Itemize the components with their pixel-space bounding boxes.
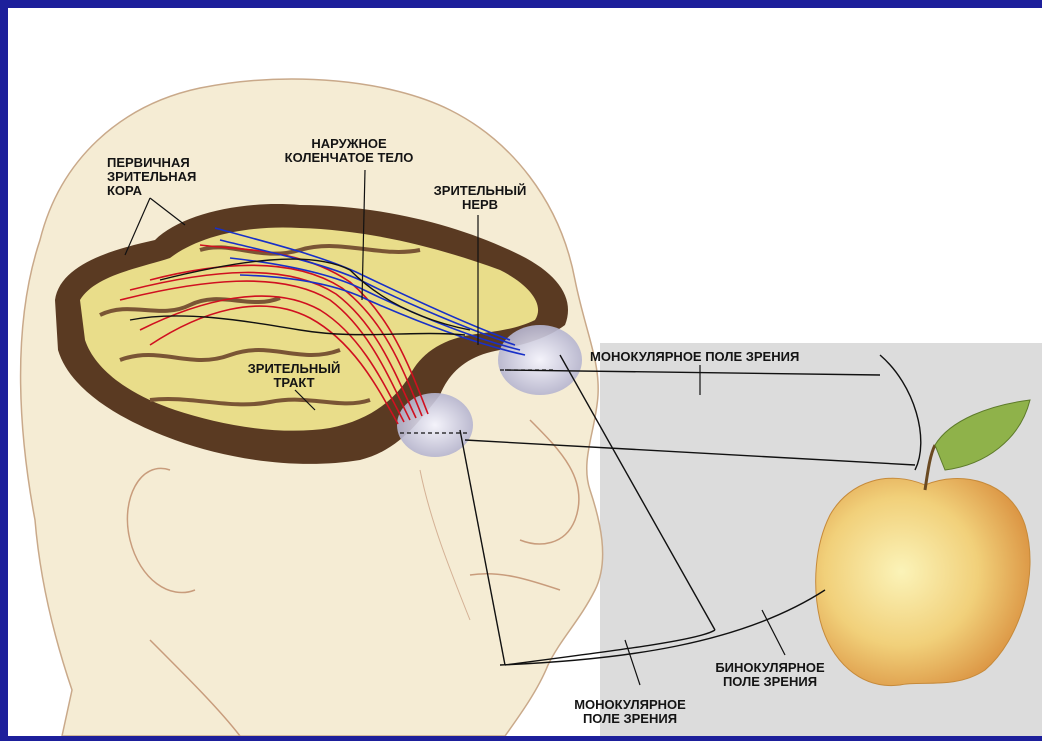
- label-optic-nerve: ЗРИТЕЛЬНЫЙ НЕРВ: [420, 184, 540, 212]
- label-lateral-geniculate-body: НАРУЖНОЕ КОЛЕНЧАТОЕ ТЕЛО: [258, 137, 440, 165]
- label-binocular-field: БИНОКУЛЯРНОЕ ПОЛЕ ЗРЕНИЯ: [700, 661, 840, 689]
- right-eye: [498, 325, 582, 395]
- label-monocular-field-bottom: МОНОКУЛЯРНОЕ ПОЛЕ ЗРЕНИЯ: [560, 698, 700, 726]
- label-monocular-field-top: МОНОКУЛЯРНОЕ ПОЛЕ ЗРЕНИЯ: [590, 350, 799, 364]
- label-optic-tract: ЗРИТЕЛЬНЫЙ ТРАКТ: [230, 362, 358, 390]
- label-primary-visual-cortex: ПЕРВИЧНАЯ ЗРИТЕЛЬНАЯ КОРА: [107, 156, 196, 198]
